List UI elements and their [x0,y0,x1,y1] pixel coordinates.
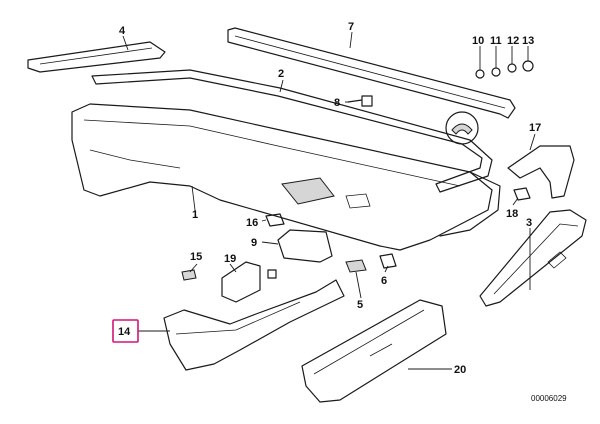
part-20-lower-trim [301,299,447,403]
part-14-lower-panel [163,279,345,371]
part-9-bracket [277,229,333,263]
part-15-nut-plate [181,269,197,281]
label-2: 2 [278,68,284,80]
label-17: 17 [529,122,541,134]
label-6: 6 [381,275,387,287]
label-12: 12 [507,35,519,47]
reference-code: 00006029 [531,394,567,403]
label-10: 10 [472,35,484,47]
fasteners-10-13 [475,46,534,79]
part-8-bolt [347,95,373,107]
detail-zoom-circle [445,111,479,145]
part-19-bracket [221,261,277,303]
part-4-trim-strip [27,41,166,73]
part-5-clip [345,259,367,273]
label-1: 1 [192,209,198,221]
label-11: 11 [490,35,502,47]
part-18-clip [513,187,531,201]
label-20: 20 [454,364,466,376]
highlight-box [112,319,139,343]
part-1-bumper-cover [71,103,501,251]
label-9: 9 [251,237,257,249]
leader-lines [122,31,536,370]
part-6-clip [379,253,397,269]
label-18: 18 [506,208,518,220]
label-16: 16 [246,217,258,229]
label-5: 5 [357,299,363,311]
label-19: 19 [224,253,236,265]
part-2-moulding [91,69,493,193]
label-7: 7 [348,21,354,33]
label-13: 13 [522,35,534,47]
part-16-clip [265,213,285,227]
part-3-side-corner [479,209,587,307]
label-3: 3 [526,217,532,229]
label-4: 4 [119,25,126,37]
part-17-bracket [507,145,575,199]
label-15: 15 [190,251,202,263]
label-14: 14 [118,326,131,338]
part-7-upper-strip [227,27,516,119]
label-8: 8 [334,97,340,109]
